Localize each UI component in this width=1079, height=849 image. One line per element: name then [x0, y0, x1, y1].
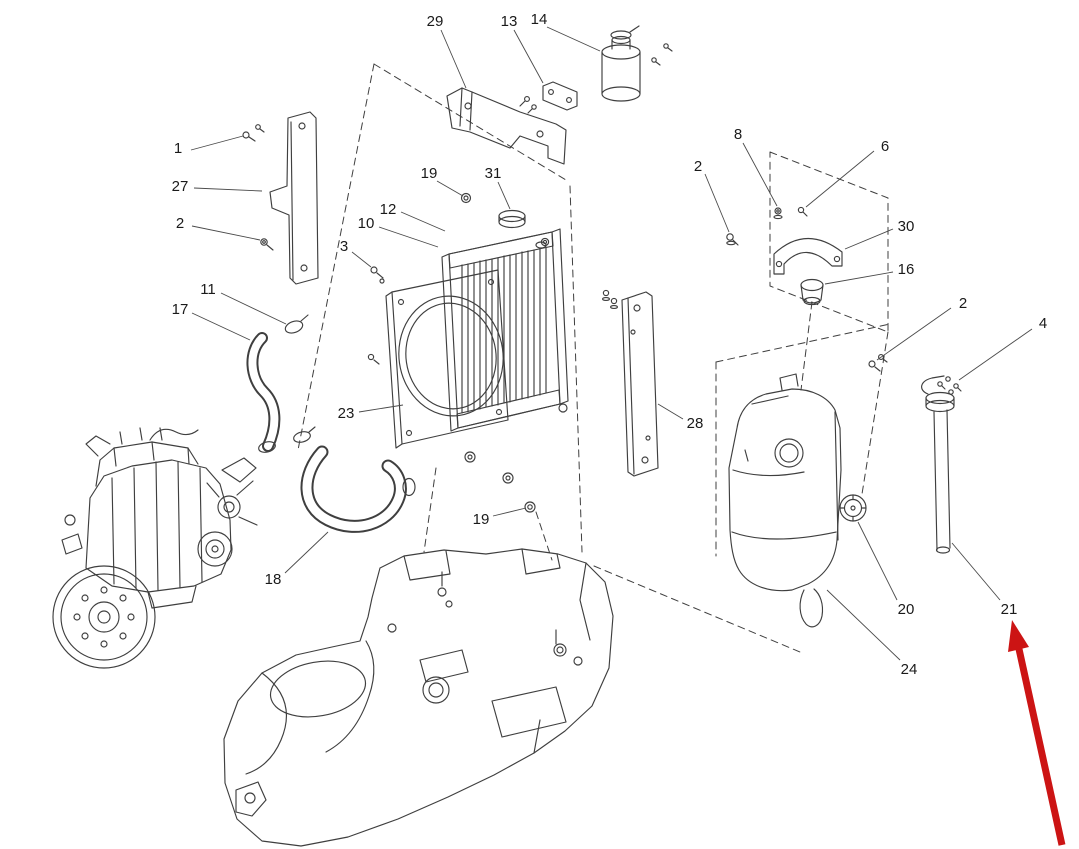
hose-clamp-lower [258, 426, 316, 453]
callout-20: 20 [857, 521, 915, 618]
callout-label: 2 [176, 215, 184, 232]
washer-screw [370, 266, 385, 284]
flange-nut-upper [460, 192, 472, 204]
left-mounting-plate [269, 111, 319, 285]
engine [52, 427, 258, 669]
callout-label: 29 [427, 13, 444, 30]
support-bracket [773, 237, 843, 275]
flange-nut-lower [524, 501, 536, 513]
callout-label: 19 [473, 511, 490, 528]
callout-label: 12 [380, 201, 397, 218]
screw-right [797, 206, 808, 217]
chassis-frame [223, 548, 614, 847]
callout-label: 24 [901, 661, 918, 678]
callout-label: 31 [485, 165, 502, 182]
callout-2-upper-right: 2 [694, 158, 730, 233]
callout-label: 8 [734, 126, 742, 143]
callout-21: 21 [951, 542, 1018, 618]
callout-24: 24 [826, 589, 918, 678]
callout-6: 6 [805, 138, 889, 208]
callout-label: 1 [174, 140, 182, 157]
callout-label: 21 [1001, 601, 1018, 618]
red-arrow [1008, 620, 1066, 846]
upper-support-bracket [446, 87, 567, 165]
callout-23: 23 [338, 404, 404, 422]
callout-label: 14 [531, 11, 548, 28]
nut-radiator-corner [540, 237, 550, 247]
callout-12: 12 [380, 201, 446, 232]
callouts-layer: 29 13 14 1 27 2 19 31 [172, 11, 1048, 678]
callout-2-right: 2 [876, 295, 967, 361]
right-mounting-plate [602, 289, 659, 477]
callout-30: 30 [844, 218, 915, 250]
pipe-screws [937, 376, 962, 395]
callout-8: 8 [734, 126, 778, 207]
lower-radiator-hose [300, 445, 416, 533]
callout-11: 11 [200, 281, 287, 325]
screw-upper-right [726, 233, 739, 246]
hose-clamp [284, 314, 309, 334]
callout-14: 14 [531, 11, 601, 52]
coolant-recovery-bottle [601, 25, 673, 102]
callout-16: 16 [824, 261, 915, 285]
callout-label: 6 [881, 138, 889, 155]
alignment-lines [297, 63, 891, 653]
tank-screws [868, 354, 888, 372]
callout-label: 17 [172, 301, 189, 318]
callout-10: 10 [358, 215, 439, 248]
callout-label: 18 [265, 571, 282, 588]
callout-27: 27 [172, 178, 263, 195]
callout-label: 13 [501, 13, 518, 30]
callout-label: 2 [694, 158, 702, 175]
expansion-tank [728, 373, 842, 628]
tank-cap [839, 494, 867, 522]
callout-4: 4 [958, 315, 1047, 381]
shroud-screw [367, 353, 380, 365]
radiator [441, 209, 569, 484]
callout-1: 1 [174, 135, 244, 157]
callout-label: 28 [687, 415, 704, 432]
callout-17: 17 [172, 301, 251, 341]
callout-28: 28 [657, 403, 704, 432]
callout-18: 18 [265, 531, 329, 588]
callout-label: 27 [172, 178, 189, 195]
callout-label: 4 [1039, 315, 1047, 332]
reservoir-mounting-bracket [519, 81, 578, 114]
upper-radiator-hose [246, 332, 281, 452]
callout-2-left: 2 [176, 215, 261, 241]
callout-label: 30 [898, 218, 915, 235]
artwork-layer [52, 25, 962, 847]
screw-right-upper [773, 207, 783, 220]
callout-3: 3 [340, 238, 372, 268]
callout-label: 10 [358, 215, 375, 232]
callout-label: 19 [421, 165, 438, 182]
callout-label: 20 [898, 601, 915, 618]
callout-label: 3 [340, 238, 348, 255]
callout-label: 2 [959, 295, 967, 312]
callout-13: 13 [501, 13, 544, 84]
fan-shroud [385, 269, 509, 449]
callout-label: 23 [338, 405, 355, 422]
callout-19-bottom: 19 [473, 507, 527, 528]
callout-label: 11 [200, 281, 216, 298]
callout-19-top: 19 [421, 165, 464, 197]
overflow-pipe [921, 375, 955, 554]
callout-29: 29 [427, 13, 467, 89]
bracket-screws [242, 124, 265, 142]
callout-31: 31 [485, 165, 511, 210]
rubber-buffer [800, 278, 824, 306]
screw-left [260, 238, 274, 251]
callout-label: 16 [898, 261, 915, 278]
